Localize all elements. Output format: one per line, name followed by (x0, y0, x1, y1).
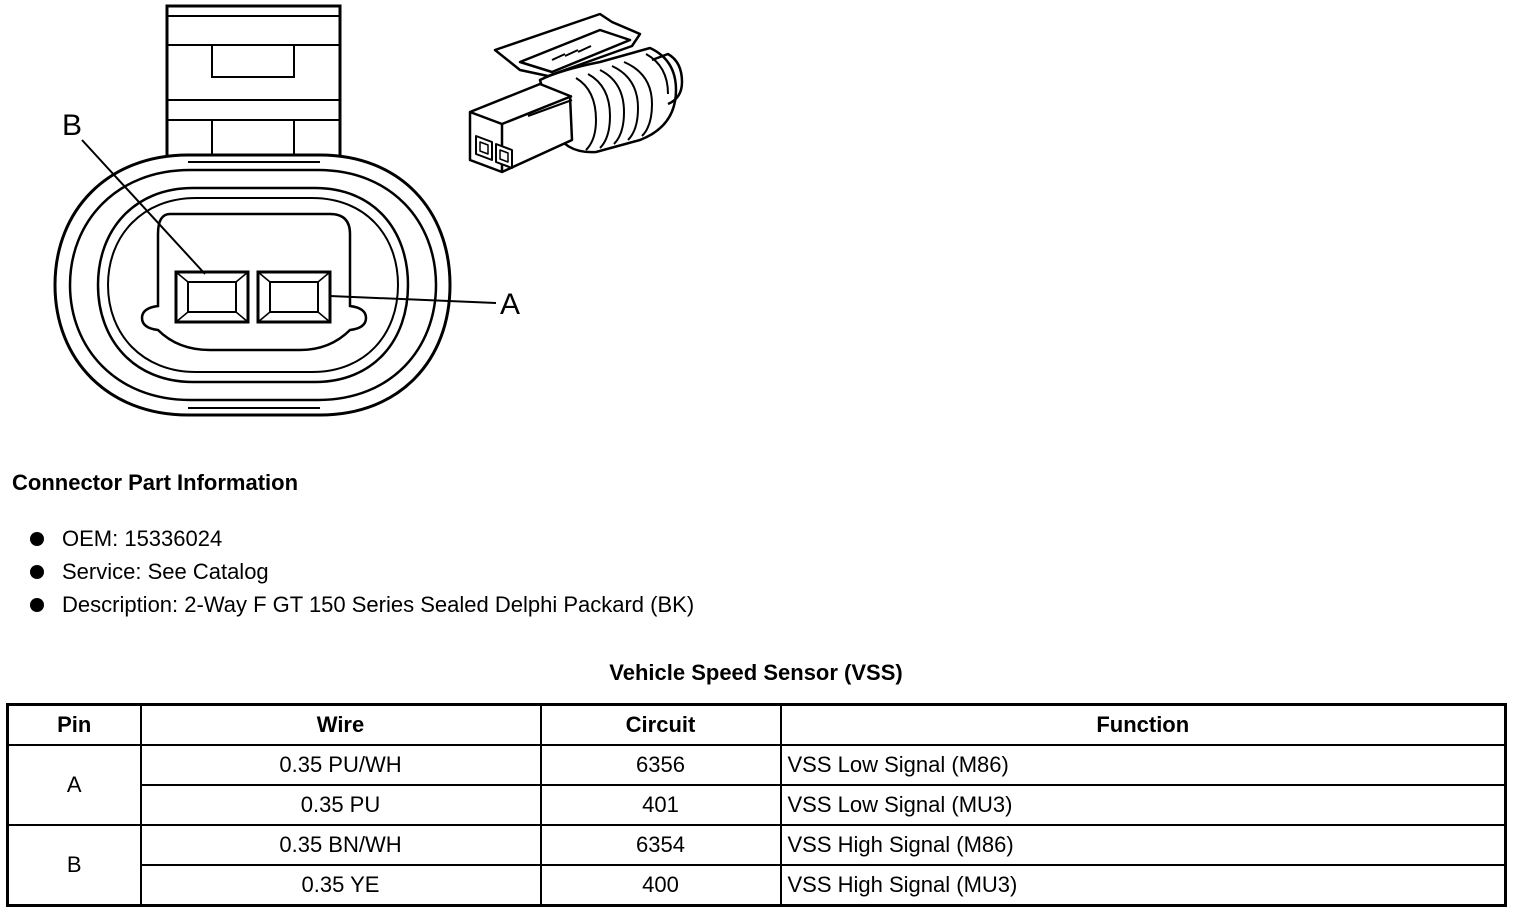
pin-table: Pin Wire Circuit Function A 0.35 PU/WH 6… (6, 703, 1507, 907)
list-item: Description: 2-Way F GT 150 Series Seale… (30, 588, 694, 621)
table-row: B 0.35 BN/WH 6354 VSS High Signal (M86) (6, 824, 1507, 907)
callout-a: A (500, 288, 520, 321)
bullet-icon (30, 597, 44, 612)
list-item-text: Service: See Catalog (62, 558, 269, 584)
table-row: A 0.35 PU/WH 6356 VSS Low Signal (M86) (6, 744, 1507, 826)
column-header-wire: Wire (139, 703, 542, 746)
bullet-icon (30, 564, 44, 579)
circuit-cell: 400 (539, 864, 782, 907)
terminal-b (174, 270, 250, 324)
column-header-pin: Pin (6, 703, 142, 746)
connector-face (53, 4, 497, 417)
bullet-icon (30, 531, 44, 546)
connector-part-info-list: OEM: 15336024 Service: See Catalog Descr… (30, 522, 694, 621)
outer-housing (53, 153, 452, 417)
circuit-cell: 6354 (539, 824, 782, 866)
column-header-circuit: Circuit (539, 703, 782, 746)
pin-cell: A (6, 744, 142, 826)
terminal-a (256, 270, 332, 324)
leader-line-a (329, 295, 497, 304)
list-item: OEM: 15336024 (30, 522, 694, 555)
function-cell: VSS High Signal (MU3) (779, 864, 1507, 907)
circuit-cell: 401 (539, 784, 782, 826)
wire-cell: 0.35 BN/WH (139, 824, 542, 866)
circuit-cell: 6356 (539, 744, 782, 786)
wire-cell: 0.35 PU (139, 784, 542, 826)
function-cell: VSS Low Signal (MU3) (779, 784, 1507, 826)
wire-cell: 0.35 YE (139, 864, 542, 907)
connector-part-info-heading: Connector Part Information (12, 470, 299, 495)
leader-line-b (81, 139, 206, 275)
connector-diagram: B A (53, 4, 684, 417)
table-header-row: Pin Wire Circuit Function (6, 703, 1507, 746)
pin-cell: B (6, 824, 142, 907)
list-item: Service: See Catalog (30, 555, 694, 588)
terminal-cavity (140, 212, 368, 352)
connector-isometric (468, 12, 684, 174)
function-cell: VSS High Signal (M86) (779, 824, 1507, 866)
table-row: 0.35 YE 400 VSS High Signal (MU3) (8, 864, 1507, 907)
function-cell: VSS Low Signal (M86) (779, 744, 1507, 786)
locking-tab (165, 4, 342, 155)
table-title: Vehicle Speed Sensor (VSS) (609, 660, 903, 685)
callout-b: B (62, 109, 82, 142)
column-header-function: Function (779, 703, 1507, 746)
list-item-text: Description: 2-Way F GT 150 Series Seale… (62, 591, 695, 617)
list-item-text: OEM: 15336024 (62, 525, 223, 551)
wire-cell: 0.35 PU/WH (139, 744, 542, 786)
table-row: 0.35 PU 401 VSS Low Signal (MU3) (8, 784, 1507, 826)
